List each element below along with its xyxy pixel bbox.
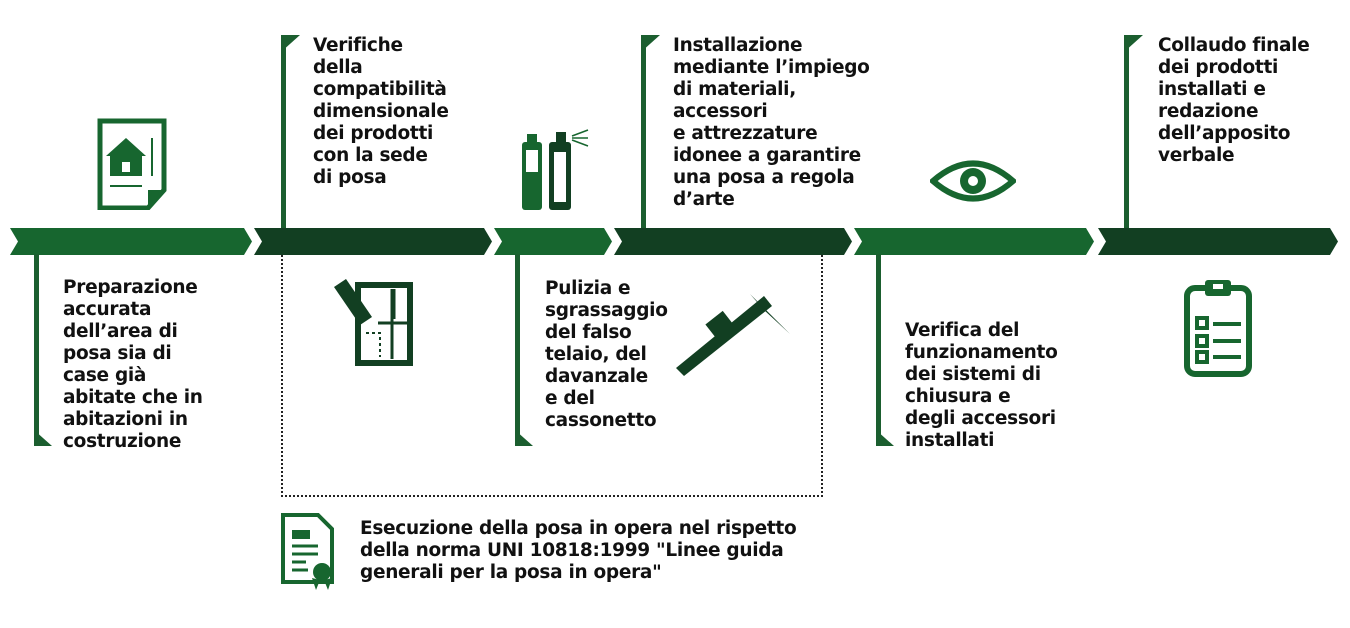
grouping-bracket: [281, 255, 823, 497]
timeline-segment-2: [254, 228, 492, 255]
certificate-icon: [281, 513, 334, 590]
step-6-text: Collaudo finale dei prodotti installati …: [1158, 35, 1310, 166]
house-plan-icon: [97, 118, 167, 210]
step-3-text: Pulizia e sgrassaggio del falso telaio, …: [545, 278, 668, 431]
clipboard-checklist-icon: [1184, 280, 1252, 377]
caliper-icon: [676, 294, 790, 376]
timeline-segment-5: [854, 228, 1094, 255]
timeline-segment-1: [10, 228, 252, 255]
eye-icon: [930, 160, 1016, 202]
step-1-text: Preparazione accurata dell’area di posa …: [63, 277, 203, 452]
timeline-arrow-bar: [10, 228, 1338, 255]
step-2-text: Verifiche della compatibilità dimensiona…: [313, 35, 449, 188]
step-4-text: Installazione mediante l’impiego di mate…: [673, 35, 870, 210]
timeline-segment-6: [1098, 228, 1338, 255]
timeline-segment-4: [614, 228, 852, 255]
timeline-segment-3: [494, 228, 612, 255]
window-measure-icon: [334, 279, 413, 366]
spray-cans-icon: [522, 129, 589, 210]
step-5-text: Verifica del funzionamento dei sistemi d…: [905, 320, 1058, 451]
note-text: Esecuzione della posa in opera nel rispe…: [360, 518, 797, 583]
